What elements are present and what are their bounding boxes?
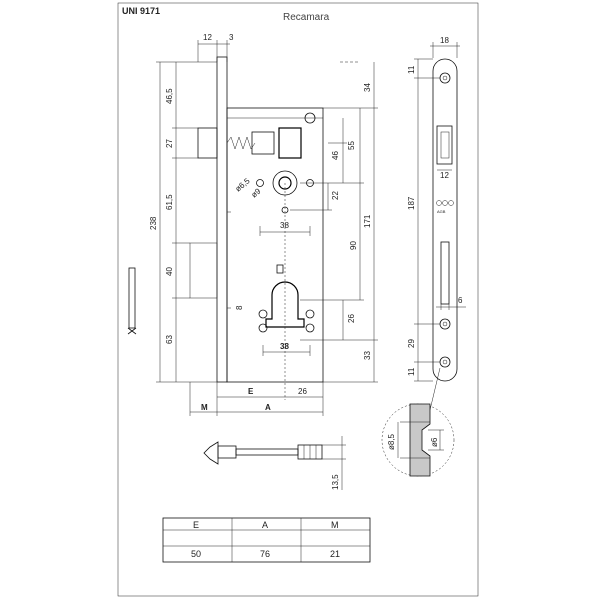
dim-11-top: 11 bbox=[407, 65, 416, 74]
table-value-a: 76 bbox=[260, 549, 270, 559]
drawing-title: UNI 9171 bbox=[122, 6, 160, 16]
dim-27: 27 bbox=[165, 139, 174, 148]
dim-38-lower: 38 bbox=[280, 342, 289, 351]
dim-40: 40 bbox=[165, 267, 174, 276]
table-value-e: 50 bbox=[191, 549, 201, 559]
faceplate-outline bbox=[432, 58, 458, 382]
faceplate-screw-bottom bbox=[439, 356, 451, 368]
bolt-tip bbox=[203, 441, 219, 465]
left-dimension-chain: 46,5 27 61,5 40 63 238 bbox=[149, 61, 217, 383]
dim-18: 18 bbox=[440, 36, 449, 45]
size-table: E A M 50 76 21 bbox=[162, 517, 371, 563]
dim-90: 90 bbox=[349, 241, 358, 250]
faceplate-view: 12 AGB 18 11 187 29 11 6 bbox=[407, 36, 466, 382]
deadbolt-outline bbox=[189, 242, 218, 299]
table-header-m: M bbox=[331, 520, 339, 530]
table-value-m: 21 bbox=[330, 549, 340, 559]
dim-33: 33 bbox=[363, 351, 372, 360]
dim-238: 238 bbox=[149, 216, 158, 230]
dim-171: 171 bbox=[363, 214, 372, 228]
screw-side-view bbox=[127, 267, 137, 335]
table-header-e: E bbox=[193, 520, 199, 530]
dim-46-right: 46 bbox=[331, 151, 340, 160]
brand-logo: AGB bbox=[436, 200, 454, 214]
faceplate-strip bbox=[216, 56, 228, 383]
dim-38-upper: 38 bbox=[280, 221, 289, 230]
latch-bolt bbox=[197, 127, 218, 159]
detail-section-hatch bbox=[409, 403, 431, 477]
lock-body-view bbox=[189, 56, 324, 383]
dim-8: 8 bbox=[235, 305, 244, 310]
dim-187: 187 bbox=[407, 196, 416, 210]
latch-follower bbox=[278, 127, 302, 159]
screw-top bbox=[304, 112, 316, 124]
dim-26-bottom: 26 bbox=[298, 387, 307, 396]
dim-11-bottom: 11 bbox=[407, 367, 416, 376]
right-dimension-chain: 34 46 55 22 171 90 26 33 bbox=[290, 61, 378, 383]
dim-diameter-6: ø6 bbox=[430, 437, 439, 447]
dim-63: 63 bbox=[165, 335, 174, 344]
deadbolt-slot bbox=[440, 241, 450, 305]
lock-case bbox=[226, 107, 324, 383]
dim-diameter-6-5: ø6,5 bbox=[234, 176, 252, 194]
dim-label-m: M bbox=[201, 403, 208, 412]
inner-dimensions: ø6,5 ø9 38 38 8 bbox=[234, 176, 311, 356]
dim-diameter-8-5: ø8,5 bbox=[387, 433, 396, 450]
table-header-a: A bbox=[262, 520, 268, 530]
countersink-detail: ø8,5 ø6 bbox=[381, 403, 455, 477]
dim-26-right: 26 bbox=[347, 314, 356, 323]
faceplate-screw-top bbox=[439, 72, 451, 84]
dim-diameter-9: ø9 bbox=[250, 186, 263, 199]
dim-12-faceplate: 12 bbox=[440, 171, 449, 180]
dim-29: 29 bbox=[407, 339, 416, 348]
faceplate-screw-mid bbox=[439, 318, 451, 330]
dim-label-a: A bbox=[265, 403, 271, 412]
dim-22: 22 bbox=[331, 191, 340, 200]
dim-13-5: 13,5 bbox=[331, 474, 340, 490]
bolt-side-view: 13,5 bbox=[203, 436, 346, 490]
drawing-subtitle: Recamara bbox=[283, 12, 330, 23]
drawing-border bbox=[117, 2, 479, 597]
dim-label-e: E bbox=[248, 387, 254, 396]
latch-spring bbox=[226, 136, 256, 150]
bolt-shaft bbox=[235, 448, 299, 456]
top-dimensions: 12 3 bbox=[197, 33, 234, 62]
dim-6-faceplate: 6 bbox=[458, 296, 463, 305]
dim-61-5: 61,5 bbox=[165, 194, 174, 210]
dim-55: 55 bbox=[347, 141, 356, 150]
brand-text: AGB bbox=[437, 209, 446, 214]
bottom-dimensions: E 26 M A bbox=[189, 183, 324, 416]
cylinder-cutout bbox=[265, 281, 305, 328]
latch-slot bbox=[436, 125, 453, 165]
dim-34: 34 bbox=[363, 83, 372, 92]
dim-12-top: 12 bbox=[203, 33, 212, 42]
dim-3-top: 3 bbox=[229, 33, 234, 42]
dim-46-5: 46,5 bbox=[165, 88, 174, 104]
